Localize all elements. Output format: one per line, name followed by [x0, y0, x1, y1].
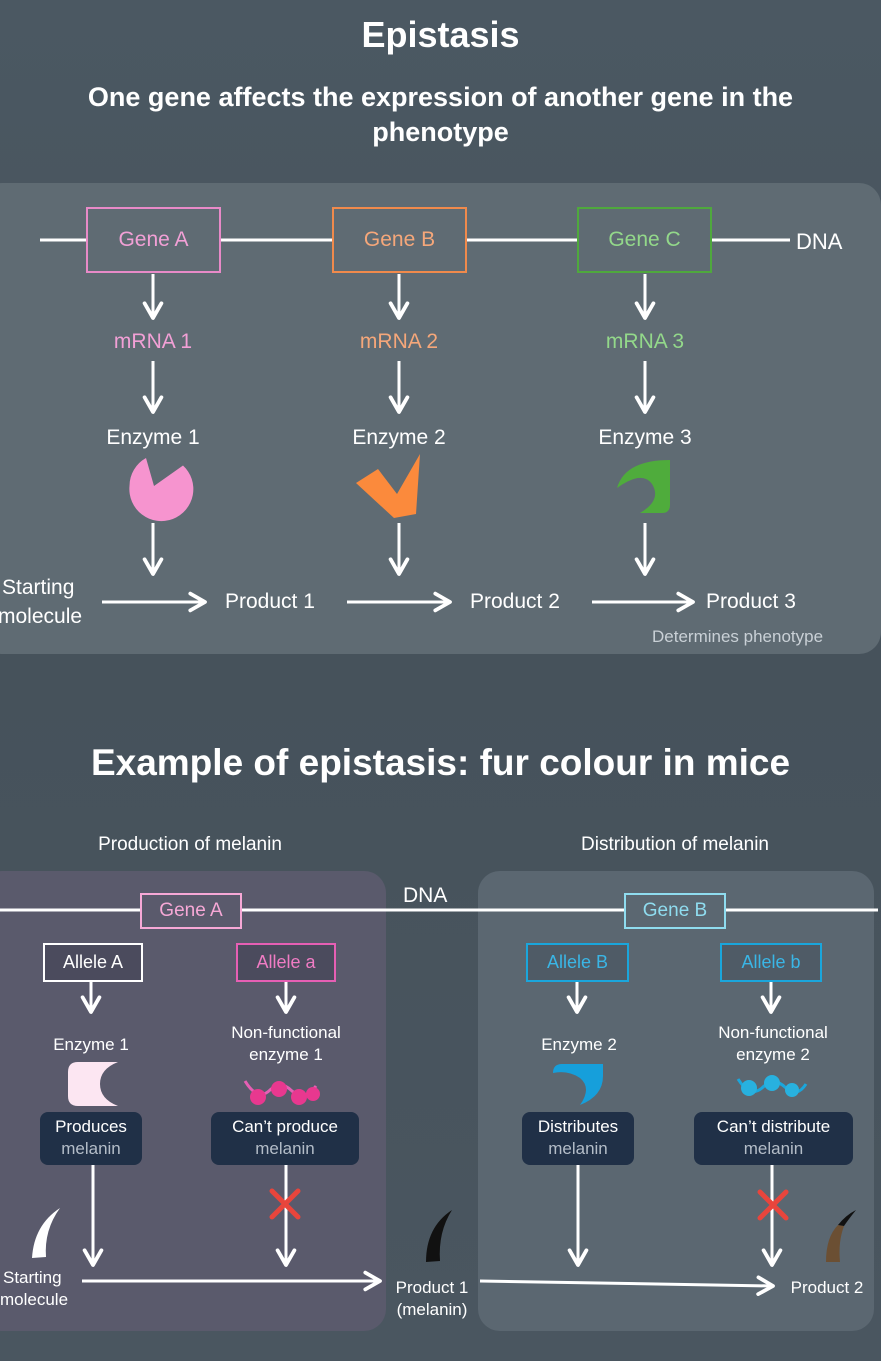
dna-label-bottom: DNA — [403, 884, 448, 907]
enzyme-1-functional-shape — [68, 1062, 118, 1106]
enzyme-2-label: Enzyme 2 — [352, 426, 446, 449]
black-hair-icon — [426, 1210, 452, 1262]
starting-molecule-label: Starting molecule — [0, 573, 83, 631]
right-heading: Distribution of melanin — [581, 834, 769, 855]
cant-distribute-box: Can’t distribute melanin — [694, 1112, 853, 1165]
gene-a-bottom-box: Gene A — [140, 893, 242, 929]
enzyme3-shape — [617, 460, 670, 513]
gene-c-box: Gene C — [577, 207, 712, 273]
product2-bottom-label: Product 2 — [790, 1278, 864, 1297]
nonfunctional-enzyme-1-label: Non-functional enzyme 1 — [206, 1022, 366, 1066]
page-subtitle: One gene affects the expression of anoth… — [87, 82, 794, 147]
cant-distribute-label: Can’t distribute — [716, 1117, 831, 1136]
cant-produce-melanin: melanin — [255, 1139, 315, 1158]
gene-b-label: Gene B — [363, 228, 436, 251]
enzyme-2-functional-shape — [553, 1064, 603, 1105]
mrna-3-label: mRNA 3 — [605, 330, 685, 353]
mrna-1-label: mRNA 1 — [113, 330, 193, 353]
distributes-melanin: melanin — [548, 1139, 608, 1158]
allele-B-label: Allele B — [546, 952, 609, 972]
enzyme-1-label: Enzyme 1 — [106, 426, 200, 449]
gene-a-box: Gene A — [86, 207, 221, 273]
produces-melanin: melanin — [61, 1139, 121, 1158]
agouti-hair-tip — [838, 1210, 856, 1226]
allele-a-label: Allele a — [256, 952, 316, 972]
phenotype-note: Determines phenotype — [652, 627, 824, 646]
gene-b-bottom-label: Gene B — [642, 900, 708, 921]
product1-bottom-line2: (melanin) — [396, 1300, 468, 1319]
enzyme2-shape — [356, 454, 420, 518]
arrow-product1-product2-bottom — [479, 1275, 775, 1297]
product-1-label: Product 1 — [225, 590, 315, 613]
mrna-2-label: mRNA 2 — [359, 330, 439, 353]
gene-a-label: Gene A — [118, 228, 189, 251]
left-heading: Production of melanin — [98, 834, 282, 855]
agouti-hair-icon — [826, 1225, 844, 1262]
enzyme-1-bottom-label: Enzyme 1 — [53, 1035, 129, 1054]
cant-distribute-melanin: melanin — [743, 1139, 804, 1158]
gene-b-bottom-box: Gene B — [624, 893, 726, 929]
cant-produce-box: Can’t produce melanin — [211, 1112, 359, 1165]
red-x-icon-1b — [269, 1188, 301, 1220]
dna-label-top: DNA — [796, 229, 843, 254]
page-title: Epistasis — [361, 14, 520, 55]
allele-A-box: Allele A — [43, 943, 143, 982]
white-hair-icon — [32, 1208, 60, 1258]
example-title: Example of epistasis: fur colour in mice — [90, 742, 791, 783]
cant-produce-label: Can’t produce — [232, 1117, 338, 1136]
allele-b-label: Allele b — [741, 952, 801, 972]
produces-label: Produces — [55, 1117, 127, 1136]
enzyme-3-label: Enzyme 3 — [598, 426, 692, 449]
allele-A-label: Allele A — [62, 952, 124, 972]
enzyme-2-bottom-label: Enzyme 2 — [541, 1035, 617, 1054]
product-3-label: Product 3 — [706, 590, 796, 613]
distributes-box: Distributes melanin — [522, 1112, 634, 1165]
gene-c-label: Gene C — [608, 228, 681, 251]
product-2-label: Product 2 — [470, 590, 560, 613]
allele-b-box: Allele b — [720, 943, 822, 982]
nonfunc1-line2: enzyme 1 — [249, 1045, 323, 1064]
nonfunctional-enzyme-2-label: Non-functional enzyme 2 — [693, 1022, 853, 1066]
enzyme1-shape — [129, 458, 194, 522]
start-bottom-line1: Starting — [3, 1268, 62, 1287]
starting-line-2: molecule — [0, 605, 83, 628]
allele-a-box: Allele a — [236, 943, 336, 982]
product1-bottom-label: Product 1 (melanin) — [384, 1277, 480, 1321]
starting-molecule-bottom: Starting molecule — [0, 1267, 68, 1311]
nonfunctional-enzyme-2-shape — [736, 1075, 808, 1097]
nonfunctional-enzyme-1-shape — [243, 1080, 320, 1105]
nonfunc2-line1: Non-functional — [718, 1023, 828, 1042]
red-x-icon-2b — [757, 1189, 789, 1221]
allele-B-box: Allele B — [526, 943, 629, 982]
starting-line-1: Starting — [2, 576, 75, 599]
gene-a-bottom-label: Gene A — [159, 900, 223, 921]
start-bottom-line2: molecule — [0, 1290, 69, 1309]
produces-box: Produces melanin — [40, 1112, 142, 1165]
nonfunc2-line2: enzyme 2 — [736, 1045, 810, 1064]
product1-bottom-line1: Product 1 — [395, 1278, 469, 1297]
distributes-label: Distributes — [537, 1117, 619, 1136]
gene-b-box: Gene B — [332, 207, 467, 273]
nonfunc1-line1: Non-functional — [231, 1023, 341, 1042]
